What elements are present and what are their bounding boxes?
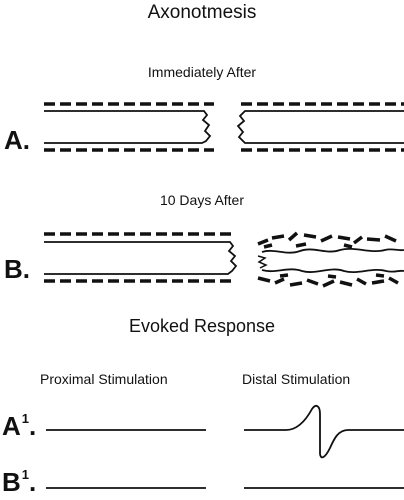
diagram-title: Axonotmesis	[147, 2, 257, 23]
row-a1-label: A1.	[2, 411, 37, 441]
panel-a-label: A.	[4, 125, 30, 155]
panel-b-label: B.	[4, 254, 30, 284]
panel-a-caption: Immediately After	[147, 64, 257, 80]
panel-a-proximal-nerve	[44, 102, 214, 152]
panel-b-degenerated-distal-nerve	[257, 231, 404, 288]
panel-b-caption: 10 Days After	[159, 192, 245, 208]
trace-a1-distal	[244, 404, 404, 459]
panel-b-proximal-nerve	[44, 232, 238, 283]
proximal-column-label: Proximal Stimulation	[40, 371, 168, 387]
distal-column-label: Distal Stimulation	[242, 371, 351, 387]
row-b1-label: B1.	[2, 467, 37, 497]
evoked-response-heading: Evoked Response	[128, 316, 276, 336]
panel-a-distal-nerve	[236, 102, 404, 152]
